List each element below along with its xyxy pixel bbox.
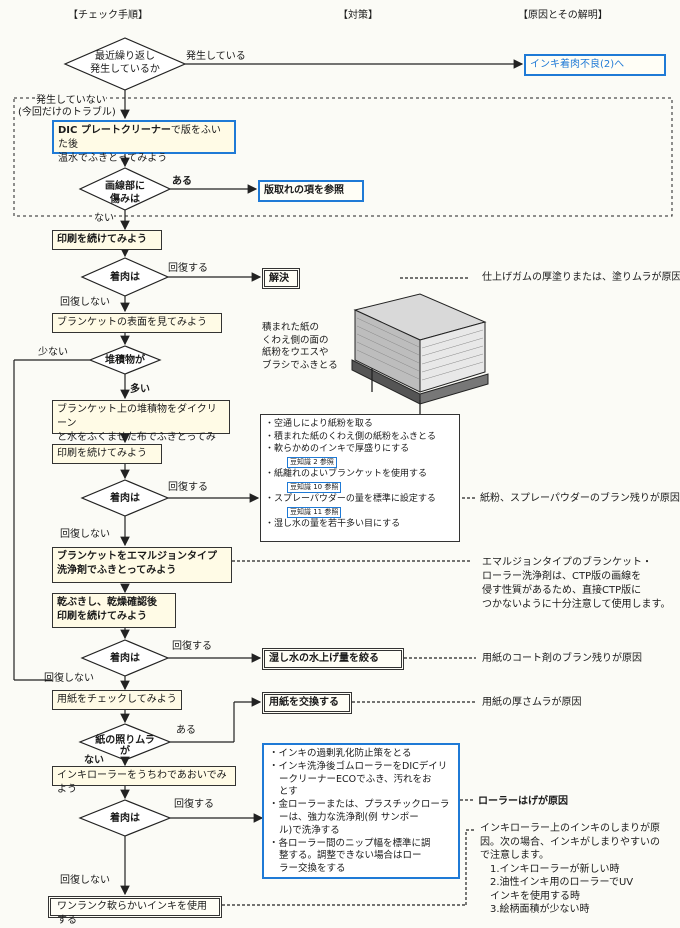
measures-paper-dust: ・空通しにより紙粉を取る ・積まれた紙のくわえ側の紙粉をふきとる ・軟らかめのイ… — [260, 414, 460, 542]
measures-roller: ・インキの過剰乳化防止策をとる ・インキ洗浄後ゴムローラーをDICデイリ ークリ… — [262, 743, 460, 879]
step-plate-cleaner: DIC プレートクリーナーで版をふいた後温水でふきとってみよう — [52, 120, 236, 164]
paper-stack-illustration — [351, 293, 489, 440]
decision-gloss-unevenness: 紙の照りムラが — [95, 735, 155, 757]
photo-caption: 積まれた紙のくわえ側の面の紙粉をウエスやブラシでふきとる — [262, 322, 338, 371]
label-recovers: 回復する — [168, 263, 208, 274]
label-many: 多い — [130, 384, 150, 395]
decision-adhesion-4: 着肉は — [110, 813, 140, 824]
header-check-steps: 【チェック手順】 — [68, 10, 148, 21]
label-not-recover: 回復しない — [60, 297, 110, 308]
roller-ink-note: インキローラー上のインキのしまりが原 因。次の場合、インキがしまりやすいの で注… — [480, 823, 660, 915]
step-dry-wipe: 乾ぶきし、乾燥確認後印刷を続けてみよう — [52, 593, 176, 628]
label-not-recover-2: 回復しない — [60, 529, 110, 540]
header-causes: 【原因とその解明】 — [518, 10, 608, 21]
ref-tips-2[interactable]: 豆知識 2 参照 — [287, 456, 337, 468]
step-continue-printing: 印刷を続けてみよう — [52, 230, 162, 250]
cause-coating-residue: 用紙のコート剤のブラン残りが原因 — [482, 653, 642, 664]
step-check-blanket: ブランケットの表面を見てみよう — [52, 313, 222, 333]
step-continue-printing-2: 印刷を続けてみよう — [52, 444, 162, 464]
cause-roller-stripping: ローラーはげが原因 — [478, 796, 568, 807]
label-occurring: 発生している — [186, 51, 246, 62]
link-plate-wear[interactable]: 版取れの項を参照 — [258, 180, 364, 202]
cause-paper-dust: 紙粉、スプレーパウダーのブラン残りが原因 — [480, 493, 680, 504]
label-not-occurring: 発生していない — [36, 94, 106, 107]
ref-tips-11[interactable]: 豆知識 11 参照 — [287, 506, 342, 518]
action-softer-ink: ワンランク軟らかいインキを使用する — [48, 896, 222, 926]
decision-recurring: 最近繰り返し発生しているか — [90, 51, 160, 75]
header-actions: 【対策】 — [338, 10, 378, 21]
cause-paper-thickness: 用紙の厚さムラが原因 — [482, 697, 582, 708]
step-fan-roller: インキローラーをうちわであおいでみよう — [52, 766, 236, 795]
label-not-recover-3: 回復しない — [44, 673, 94, 684]
label-no-2: ない — [84, 755, 104, 766]
result-solved: 解決 — [262, 268, 300, 289]
label-one-time-trouble: (今回だけのトラブル) — [18, 107, 116, 118]
cause-gum-coating: 仕上げガムの厚塗りまたは、塗りムラが原因 — [482, 272, 680, 283]
emulsion-note: エマルジョンタイプのブランケット・ローラー洗浄剤は、CTP版の画線を侵す性質があ… — [482, 557, 671, 610]
decision-adhesion-2: 着肉は — [110, 493, 140, 504]
decision-adhesion-3: 着肉は — [110, 653, 140, 664]
step-check-paper: 用紙をチェックしてみよう — [52, 690, 182, 710]
step-clean-blanket: ブランケット上の堆積物をダイクリーンと水をふくませた布でふきとってみよう — [52, 400, 230, 457]
label-yes-2: ある — [176, 725, 196, 736]
action-replace-paper: 用紙を交換する — [262, 692, 352, 714]
decision-image-damage: 画線部に傷みは — [105, 181, 145, 205]
label-few: 少ない — [38, 347, 68, 358]
step-emulsion-cleaner: ブランケットをエマルジョンタイプ洗浄剤でふきとってみよう — [52, 547, 232, 583]
link-ink-adhesion-2[interactable]: インキ着肉不良(2)へ — [524, 54, 666, 76]
label-recovers-4: 回復する — [174, 799, 214, 810]
label-recovers-3: 回復する — [172, 641, 212, 652]
ref-tips-10[interactable]: 豆知識 10 参照 — [287, 481, 342, 493]
label-yes: ある — [172, 176, 192, 187]
decision-adhesion-1: 着肉は — [110, 272, 140, 283]
decision-deposit: 堆積物が — [105, 355, 145, 366]
label-not-recover-4: 回復しない — [60, 875, 110, 886]
action-reduce-dampening: 湿し水の水上げ量を絞る — [262, 648, 404, 670]
label-recovers-2: 回復する — [168, 482, 208, 493]
label-no: ない — [94, 212, 114, 225]
